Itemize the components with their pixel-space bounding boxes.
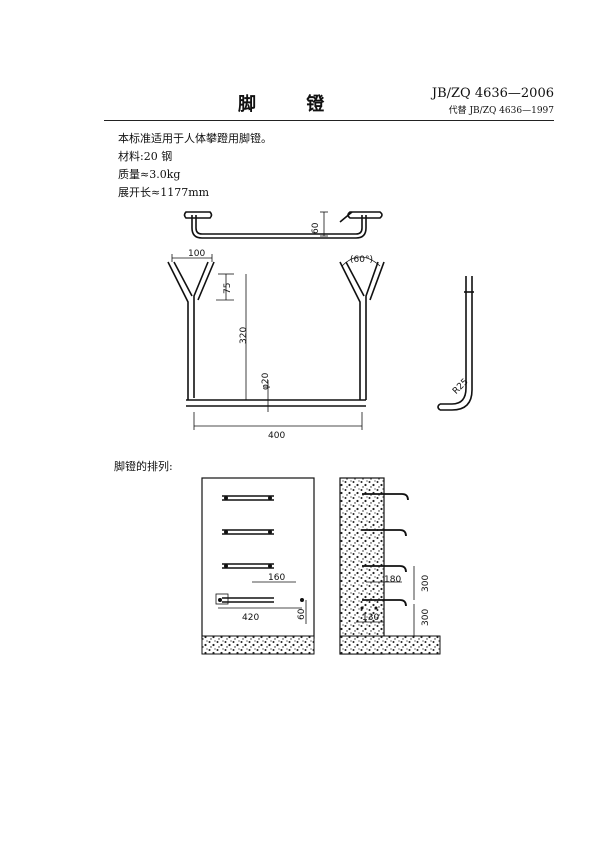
scope-text: 本标准适用于人体攀蹬用脚镫。 bbox=[118, 132, 272, 145]
arrangement-caption: 脚镫的排列: bbox=[114, 460, 173, 473]
dim-75: 75 bbox=[223, 283, 233, 294]
length-text: 展开长≈1177mm bbox=[118, 186, 210, 199]
arr-dim-300a: 300 bbox=[421, 575, 431, 592]
material-text: 材料:20 钢 bbox=[118, 150, 173, 163]
arr-dim-60: 60 bbox=[297, 608, 307, 620]
header-rule bbox=[104, 120, 554, 121]
arr-dim-300b: 300 bbox=[421, 609, 431, 626]
arr-dim-420: 420 bbox=[242, 613, 259, 623]
footstep-drawing: 100 60 75 320 φ20 400 (60°) R25 bbox=[167, 211, 474, 441]
page-title: 脚 镫 bbox=[238, 94, 347, 115]
arrangement-drawing: 160 420 60 180 300 300 130 bbox=[201, 477, 441, 655]
top-view bbox=[183, 211, 383, 239]
front-view bbox=[167, 254, 385, 430]
dim-r25: R25 bbox=[451, 377, 471, 397]
mass-text: 质量≈3.0kg bbox=[118, 168, 181, 181]
dim-angle: (60°) bbox=[350, 255, 373, 265]
dim-diameter: φ20 bbox=[261, 372, 271, 390]
arr-dim-130: 130 bbox=[362, 613, 379, 623]
dim-100: 100 bbox=[188, 249, 205, 259]
replaced-standard: 代替 JB/ZQ 4636—1997 bbox=[448, 106, 554, 116]
dim-320: 320 bbox=[239, 327, 249, 344]
dim-60-top: 60 bbox=[311, 222, 321, 234]
front-elevation bbox=[201, 477, 315, 655]
arr-dim-180: 180 bbox=[384, 575, 401, 585]
standard-number: JB/ZQ 4636—2006 bbox=[431, 86, 554, 101]
arr-dim-160: 160 bbox=[268, 573, 285, 583]
wall-section bbox=[339, 477, 441, 655]
side-view bbox=[437, 276, 474, 411]
dim-400: 400 bbox=[268, 431, 285, 441]
